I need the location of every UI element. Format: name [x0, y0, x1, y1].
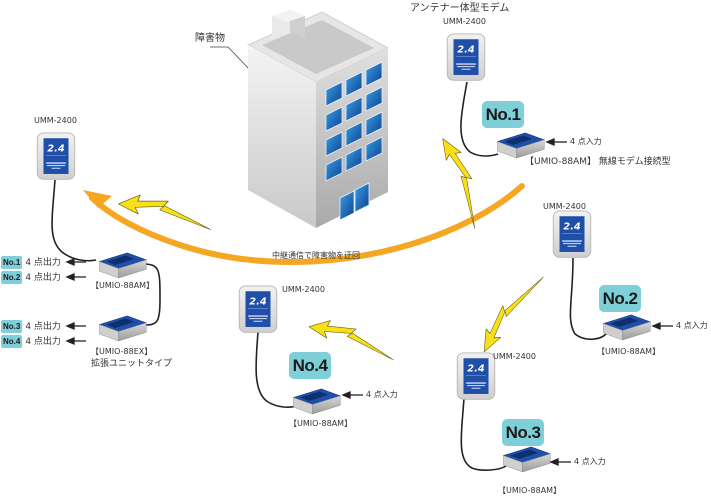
io-box-base-ext — [98, 315, 147, 342]
io-box-base-main — [98, 252, 147, 279]
output-badge: No.4 — [1, 335, 23, 348]
device-label-no4: 【UMIO-88AM】 — [289, 419, 353, 428]
relay-caption: 中継通信で障害物を迂回 — [272, 251, 360, 260]
cables — [51, 81, 607, 471]
output-arrows — [65, 258, 86, 345]
device-label-no3: 【UMIO-88AM】 — [498, 486, 562, 495]
building-obstacle — [246, 10, 390, 228]
obstacle-label: 障害物 — [195, 33, 225, 44]
modem-no1-label: UMM-2400 — [443, 17, 486, 26]
badge-no4: No.4 — [289, 352, 331, 379]
modem-no3-label: UMM-2400 — [493, 352, 536, 361]
device-caption-base-ext: 拡張ユニットタイプ — [91, 359, 173, 369]
output-label: 4 点出力 — [25, 322, 61, 332]
device-label-base-ext: 【UMIO-88EX】 — [91, 347, 153, 356]
io-box-no1 — [496, 132, 545, 159]
io-box-no2 — [602, 314, 651, 341]
input-arrows — [341, 138, 673, 466]
modem-base-label: UMM-2400 — [34, 116, 77, 125]
io-box-no4 — [292, 388, 341, 415]
badge-no2: No.2 — [599, 285, 641, 312]
badge-no1: No.1 — [482, 101, 524, 128]
signal-bolt-no2-to-no3 — [475, 264, 544, 359]
device-label-base-main: 【UMIO-88AM】 — [91, 281, 155, 290]
modem-no3 — [456, 352, 496, 400]
input-label-no2: 4 点入力 — [676, 321, 708, 330]
modem-no4 — [238, 285, 278, 333]
output-badge: No.2 — [1, 271, 23, 284]
modem-no1 — [446, 33, 486, 81]
modem-no2 — [552, 210, 592, 258]
device-label-no2: 【UMIO-88AM】 — [597, 347, 661, 356]
input-label-no3: 4 点入力 — [574, 457, 606, 466]
modem-no4-label: UMM-2400 — [282, 285, 325, 294]
input-label-no4: 4 点入力 — [366, 390, 398, 399]
output-badge: No.3 — [1, 320, 23, 333]
top-caption: アンテナー体型モデム — [410, 3, 510, 14]
output-label: 4 点出力 — [25, 273, 61, 283]
relay-arc — [89, 183, 525, 265]
input-label-no1: 4 点入力 — [570, 137, 602, 146]
obstacle-leader-line — [210, 46, 253, 73]
io-box-no3 — [502, 446, 551, 473]
device-label-no1: 【UMIO-88AM】 無線モデム接続型 — [525, 157, 671, 167]
badge-no3: No.3 — [502, 419, 544, 446]
output-label: 4 点出力 — [25, 258, 61, 268]
modem-base — [36, 132, 76, 180]
output-badge: No.1 — [1, 256, 23, 269]
output-label: 4 点出力 — [25, 337, 61, 347]
modem-no2-label: UMM-2400 — [543, 202, 586, 211]
relay-arc-arrowhead — [83, 190, 112, 208]
